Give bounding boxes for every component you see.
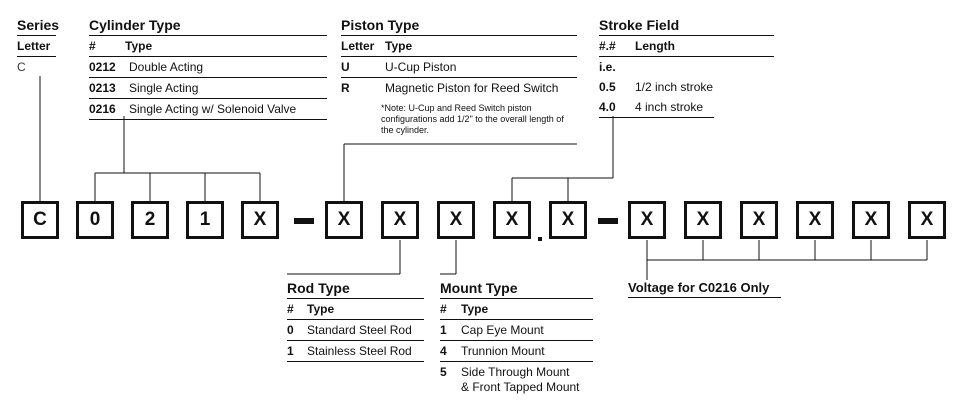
piston-type-header-row: Letter Type — [341, 36, 577, 57]
mount-type: Cap Eye Mount — [461, 323, 544, 337]
cylinder-type-header-row: # Type — [89, 36, 327, 57]
piston-col-code: Letter — [341, 39, 375, 53]
code-box-cylinder-4: X — [241, 201, 279, 239]
rod-code: 1 — [287, 344, 294, 358]
piston-code: U — [341, 60, 350, 74]
mount-row: 1 Cap Eye Mount — [440, 320, 593, 341]
mount-col-code: # — [440, 302, 447, 316]
cylinder-col-code: # — [89, 39, 96, 53]
cylinder-code: 0216 — [89, 102, 116, 116]
code-decimal-point — [538, 237, 542, 241]
code-box-mount: X — [437, 201, 475, 239]
cylinder-type-title: Cylinder Type — [89, 17, 327, 36]
piston-type-title: Piston Type — [341, 17, 577, 36]
series-value: C — [17, 60, 26, 74]
piston-note: *Note: U-Cup and Reed Switch piston conf… — [381, 103, 564, 135]
code-box-cylinder-1: 0 — [76, 201, 114, 239]
code-box-cylinder-3: 1 — [186, 201, 224, 239]
piston-type: Magnetic Piston for Reed Switch — [385, 81, 559, 95]
mount-type-header-row: # Type — [440, 299, 593, 320]
piston-col-type: Type — [385, 39, 413, 53]
code-box-voltage-1: X — [628, 201, 666, 239]
mount-type-line-1: Side Through Mount — [461, 365, 570, 379]
stroke-field-title: Stroke Field — [599, 17, 774, 36]
piston-row: R Magnetic Piston for Reed Switch — [341, 78, 577, 98]
mount-col-type: Type — [461, 302, 489, 316]
stroke-example-row: i.e. — [599, 57, 774, 77]
stroke-field-header-row: #.# Length — [599, 36, 774, 57]
rod-type-header-row: # Type — [287, 299, 424, 320]
stroke-col-code: #.# — [599, 39, 616, 53]
code-box-stroke-whole: X — [493, 201, 531, 239]
mount-code: 1 — [440, 323, 447, 337]
code-box-voltage-5: X — [852, 201, 890, 239]
series-header-row: Letter — [17, 36, 56, 57]
code-box-series: C — [21, 201, 59, 239]
mount-code: 5 — [440, 365, 447, 379]
mount-code: 4 — [440, 344, 447, 358]
piston-row: U U-Cup Piston — [341, 57, 577, 78]
stroke-length: 1/2 inch stroke — [635, 80, 714, 94]
code-box-stroke-fraction: X — [549, 201, 587, 239]
cylinder-code: 0213 — [89, 81, 116, 95]
series-col-header: Letter — [17, 39, 51, 53]
stroke-row: 4.0 4 inch stroke — [599, 97, 714, 118]
mount-type-line-2: & Front Tapped Mount — [461, 380, 580, 394]
stroke-code: 4.0 — [599, 100, 616, 114]
rod-type: Standard Steel Rod — [307, 323, 412, 337]
mount-type: Side Through Mount & Front Tapped Mount — [461, 365, 580, 395]
piston-type-section: Piston Type Letter Type U U-Cup Piston R… — [341, 17, 577, 136]
cylinder-code: 0212 — [89, 60, 116, 74]
stroke-field-section: Stroke Field #.# Length i.e. 0.5 1/2 inc… — [599, 17, 774, 118]
rod-row: 1 Stainless Steel Rod — [287, 341, 424, 362]
rod-type: Stainless Steel Rod — [307, 344, 412, 358]
cylinder-type: Double Acting — [129, 60, 204, 74]
code-box-piston: X — [325, 201, 363, 239]
rod-type-title: Rod Type — [287, 280, 424, 299]
rod-col-type: Type — [307, 302, 335, 316]
rod-type-section: Rod Type # Type 0 Standard Steel Rod 1 S… — [287, 280, 424, 362]
mount-type: Trunnion Mount — [461, 344, 545, 358]
code-box-voltage-2: X — [684, 201, 722, 239]
code-box-voltage-3: X — [740, 201, 778, 239]
mount-type-section: Mount Type # Type 1 Cap Eye Mount 4 Trun… — [440, 280, 593, 394]
code-box-cylinder-2: 2 — [131, 201, 169, 239]
code-separator-dash — [598, 218, 618, 224]
cylinder-type: Single Acting w/ Solenoid Valve — [129, 102, 297, 116]
series-section: Series Letter C — [17, 17, 59, 77]
voltage-title: Voltage for C0216 Only — [628, 280, 782, 298]
stroke-length: 4 inch stroke — [635, 100, 704, 114]
cylinder-row: 0216 Single Acting w/ Solenoid Valve — [89, 99, 327, 120]
rod-row: 0 Standard Steel Rod — [287, 320, 424, 341]
cylinder-row: 0212 Double Acting — [89, 57, 327, 78]
cylinder-type: Single Acting — [129, 81, 199, 95]
stroke-code: 0.5 — [599, 80, 616, 94]
mount-row: 4 Trunnion Mount — [440, 341, 593, 362]
stroke-row: 0.5 1/2 inch stroke — [599, 77, 774, 97]
code-box-rod: X — [381, 201, 419, 239]
series-value-row: C — [17, 57, 56, 77]
rod-col-code: # — [287, 302, 294, 316]
cylinder-type-section: Cylinder Type # Type 0212 Double Acting … — [89, 17, 327, 120]
cylinder-row: 0213 Single Acting — [89, 78, 327, 99]
cylinder-col-type: Type — [125, 39, 153, 53]
piston-type: U-Cup Piston — [385, 60, 457, 74]
mount-row: 5 Side Through Mount & Front Tapped Moun… — [440, 362, 593, 394]
code-box-voltage-4: X — [796, 201, 834, 239]
stroke-example-label: i.e. — [599, 60, 616, 74]
rod-code: 0 — [287, 323, 294, 337]
code-box-voltage-6: X — [908, 201, 946, 239]
mount-type-title: Mount Type — [440, 280, 593, 299]
code-separator-dash — [294, 218, 314, 224]
series-title: Series — [17, 17, 59, 36]
stroke-col-length: Length — [635, 39, 675, 53]
piston-code: R — [341, 81, 350, 95]
